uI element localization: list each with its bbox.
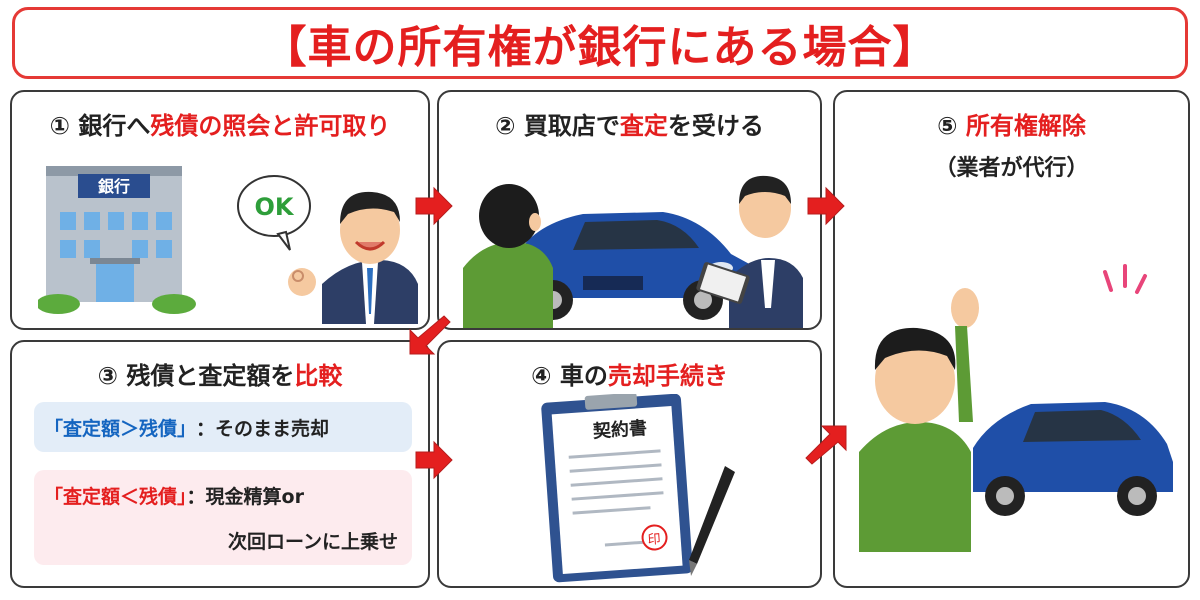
ok-text: OK [255, 193, 295, 221]
case-2-label: 「査定額＜残債」 [44, 486, 187, 508]
step-2-panel: ② 買取店で査定を受ける [437, 90, 822, 330]
ok-bubble-icon: OK [237, 175, 311, 251]
bank-staff-illustration: 銀行 OK [38, 166, 418, 324]
car-icon-2 [973, 402, 1173, 516]
step-3-highlight: 比較 [294, 362, 343, 390]
bank-sign-text: 銀行 [98, 177, 130, 196]
happy-person-icon [859, 288, 979, 552]
step-4-number: ④ [531, 362, 552, 390]
pen-icon [689, 466, 735, 576]
title-banner: 【車の所有権が銀行にある場合】 [12, 7, 1188, 79]
step-2-text: 買取店で [523, 112, 620, 140]
step-2-number: ② [495, 112, 516, 140]
sparkle-icon [1103, 264, 1147, 294]
step-5-subtitle: （業者が代行） [934, 156, 1089, 181]
case-2-text-line2: 次回ローンに上乗せ [227, 531, 398, 553]
ownership-release-illustration [859, 264, 1173, 552]
arrow-2-to-5-icon [807, 186, 845, 226]
step-2-title: ② 買取店で査定を受ける [439, 106, 820, 141]
step-1-panel: ① 銀行へ残債の照会と許可取り 銀行 OK [10, 90, 430, 330]
case-2-box: 「査定額＜残債」：現金精算or 次回ローンに上乗せ [34, 470, 412, 565]
step-1-highlight: 残債の照会と許可取り [150, 112, 391, 140]
step-3-text: 残債と査定額を [126, 362, 295, 390]
appraiser-icon [696, 175, 803, 328]
businessman-icon [288, 191, 418, 324]
step-3-title: ③ 残債と査定額を比較 [12, 356, 428, 391]
step-4-text: 車の [559, 362, 608, 390]
step-2-text-post: を受ける [667, 112, 764, 140]
bank-building-icon: 銀行 [38, 166, 196, 314]
step-1-title: ① 銀行へ残債の照会と許可取り [12, 106, 428, 141]
step-5-highlight: 所有権解除 [965, 112, 1086, 140]
step-4-panel: ④ 車の売却手続き 契約書 印 [437, 340, 822, 588]
case-2-text: ：現金精算or [186, 486, 304, 508]
step-1-text: 銀行へ [78, 112, 151, 140]
case-1-label: 「査定額＞残債」 [44, 417, 197, 440]
arrow-4-to-5-icon [805, 425, 847, 465]
contract-illustration: 契約書 印 [541, 394, 735, 583]
step-5-title: ⑤ 所有権解除 [835, 106, 1188, 141]
arrow-3-to-4-icon [415, 440, 453, 480]
case-1-box: 「査定額＞残債」：そのまま売却 [34, 402, 412, 452]
step-2-highlight: 査定 [619, 112, 668, 140]
arrow-1-to-2-icon [415, 186, 453, 226]
step-4-highlight: 売却手続き [607, 362, 728, 390]
step-3-panel: ③ 残債と査定額を比較 「査定額＞残債」：そのまま売却 「査定額＜残債」：現金精… [10, 340, 430, 588]
customer-icon [463, 184, 553, 328]
appraisal-illustration [463, 175, 803, 328]
step-3-number: ③ [97, 362, 118, 390]
seal-text: 印 [647, 532, 661, 548]
step-5-panel: ⑤ 所有権解除 （業者が代行） [833, 90, 1190, 588]
contract-title-text: 契約書 [591, 417, 647, 443]
case-1-text: ：そのまま売却 [196, 417, 330, 440]
step-1-number: ① [49, 112, 70, 140]
clipboard-icon: 契約書 印 [541, 394, 693, 583]
arrow-2-to-3-icon [409, 315, 451, 355]
page-title: 【車の所有権が銀行にある場合】 [262, 22, 938, 73]
step-4-title: ④ 車の売却手続き [439, 356, 820, 391]
step-5-number: ⑤ [937, 112, 958, 140]
